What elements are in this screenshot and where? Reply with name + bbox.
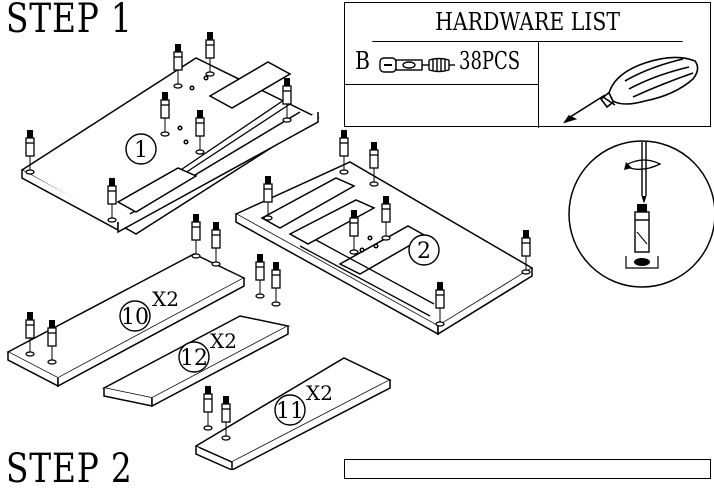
hardware-item-quantity: 38PCS: [459, 47, 521, 75]
hardware-empty-row: [345, 85, 539, 128]
part-number-12: 12: [180, 346, 208, 371]
hardware-item-row: B 38PCS: [345, 41, 539, 85]
part-number-1: 1: [134, 138, 148, 163]
part-multiplier-12: X2: [210, 329, 237, 353]
cam-bolts-part-12: [255, 253, 281, 307]
part-label-1: 1: [125, 133, 157, 165]
part-label-12: 12 X2: [178, 329, 237, 373]
next-step-title: STEP 2: [6, 446, 133, 492]
part-label-10: 10 X2: [119, 287, 179, 332]
next-step-hardware-panel: [344, 459, 711, 479]
part-2-panel: [234, 161, 534, 336]
hardware-list-title: HARDWARE LIST: [372, 3, 683, 42]
part-number-10: 10: [121, 305, 149, 330]
cam-bolts-part-11: [203, 385, 231, 441]
step-title: STEP 1: [6, 0, 133, 42]
bolt-insertion-detail-icon: [568, 140, 714, 288]
part-number-2: 2: [417, 239, 431, 264]
cam-bolt-icon: [379, 57, 455, 73]
part-label-2: 2: [408, 234, 440, 266]
part-multiplier-11: X2: [306, 381, 333, 405]
part-label-11: 11 X2: [274, 381, 333, 426]
part-number-11: 11: [276, 399, 304, 424]
hardware-item-letter: B: [355, 47, 370, 75]
part-multiplier-10: X2: [152, 287, 179, 311]
hardware-list-panel: HARDWARE LIST B 38PCS: [344, 2, 711, 128]
screwdriver-icon: [563, 56, 699, 124]
part-1-panel: [20, 57, 320, 235]
assembly-diagram: 1 2 10 X2 12 X2 11 X2: [6, 31, 714, 470]
